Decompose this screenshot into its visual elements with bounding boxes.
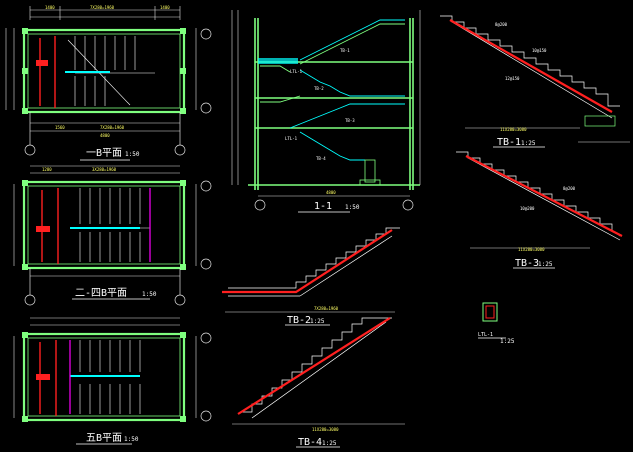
tb3-rebar-a: 8@200 <box>563 186 576 191</box>
plan1-dim-top-c: 1400 <box>160 5 170 10</box>
plan2-dim-top-a: 1280 <box>42 167 52 172</box>
section-label-ltl1-b: LTL-1 <box>285 136 298 141</box>
tb3-rebar-b: 10@200 <box>520 206 535 211</box>
tb3-title: TB-3 <box>515 258 539 269</box>
section-scale: 1:50 <box>345 204 360 211</box>
section-label-ltl1-a: LTL-1 <box>290 69 303 74</box>
section-label-tb4: TB-4 <box>316 156 326 161</box>
tb4-scale: 1:25 <box>322 440 337 447</box>
section-label-tb3: TB-3 <box>345 118 355 123</box>
ltl1-scale: 1:25 <box>500 338 515 345</box>
plan3-title: 五B平面 <box>86 433 122 444</box>
plan1-dim-top-a: 1400 <box>45 5 55 10</box>
detail-tb4: 11X280=3080 TB-4 1:25 <box>232 317 405 448</box>
tb1-rebar-a: 8@200 <box>495 22 508 27</box>
plan2-title: 二-四B平面 <box>75 288 127 299</box>
plan1-scale: 1:50 <box>125 151 140 158</box>
detail-ltl1: LTL-1 1:25 <box>478 302 515 345</box>
tb1-scale: 1:25 <box>521 140 536 147</box>
section-label-tb1: TB-1 <box>340 48 350 53</box>
plan1-dim-bot-b: 7X280=1960 <box>100 125 125 130</box>
detail-tb2: 7X280=1960 TB-2 1:25 <box>222 227 400 326</box>
tb2-title: TB-2 <box>287 315 311 326</box>
tb2-scale: 1:25 <box>310 318 325 325</box>
plan2-dim-top-b: 3X280=1960 <box>92 167 117 172</box>
plan2-scale: 1:50 <box>142 291 157 298</box>
tb4-dim: 11X280=3080 <box>312 427 339 432</box>
ltl1-title: LTL-1 <box>478 332 493 338</box>
plan-first-floor: 1400 7X280=1960 1400 1560 7X280=1960 480… <box>5 5 212 161</box>
plan1-dim-bot-a: 1560 <box>55 125 65 130</box>
tb1-title: TB-1 <box>497 137 521 148</box>
plan1-title: 一B平面 <box>86 148 122 159</box>
tb1-dim: 11X280=3080 <box>500 127 527 132</box>
plan1-dim-top-b: 7X280=1960 <box>90 5 115 10</box>
section-title: 1-1 <box>314 201 332 212</box>
tb1-rebar-b: 10@150 <box>532 48 547 53</box>
plan-fifth-floor: 五B平面 1:50 <box>13 317 212 445</box>
plan-second-to-fourth-floor: 1280 3X280=1960 <box>13 165 212 306</box>
plan3-scale: 1:50 <box>124 436 139 443</box>
plan1-dim-total: 4800 <box>100 133 110 138</box>
section-base-dim: 4800 <box>326 190 336 195</box>
tb2-dim: 7X280=1960 <box>314 306 339 311</box>
section-1-1: TB-1 LTL-1 TB-2 TB-3 TB-4 LTL-1 4800 1-1… <box>231 10 421 213</box>
tb3-dim: 11X280=3080 <box>518 247 545 252</box>
tb1-rebar-c: 12@150 <box>505 76 520 81</box>
tb3-scale: 1:25 <box>538 261 553 268</box>
section-label-tb2: TB-2 <box>314 86 324 91</box>
detail-tb3: 11X280=3080 8@200 10@200 TB-3 1:25 <box>456 151 623 269</box>
detail-tb1: 11X280=3080 8@200 10@150 12@150 TB-1 1:2… <box>440 15 630 148</box>
tb4-title: TB-4 <box>298 437 322 448</box>
